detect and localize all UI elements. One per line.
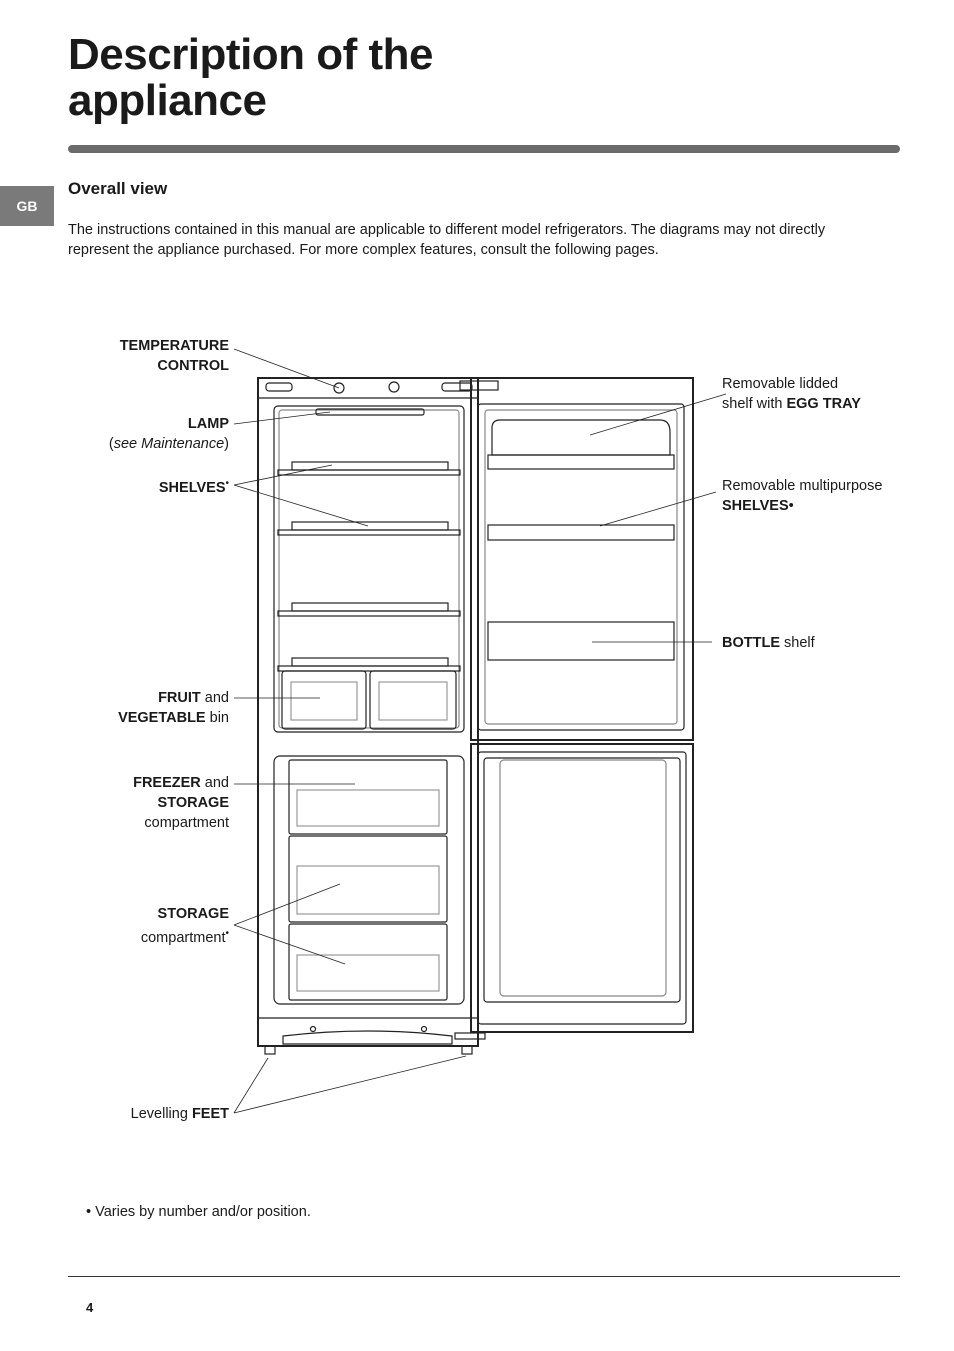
label-lamp-ref: see Maintenance (113, 436, 225, 452)
foot-left (264, 1045, 276, 1055)
label-bin: bin (205, 710, 229, 726)
label-lamp-open: ( (108, 436, 114, 452)
intro-paragraph: The instructions contained in this manua… (68, 222, 826, 258)
label-vegetable: VEGETABLE (118, 710, 206, 726)
label-multipurpose-shelves: Removable multipurpose SHELVES• (722, 476, 922, 516)
label-levelling-feet: Levelling FEET (80, 1104, 229, 1124)
fruit-bin-right (369, 670, 457, 730)
label-freezer: FREEZER (133, 775, 201, 791)
label-lamp: LAMP (see Maintenance) (80, 414, 229, 454)
label-temperature-line2: CONTROL (157, 358, 229, 374)
egg-tray-lid (491, 419, 671, 456)
temperature-knob (333, 382, 345, 394)
label-egg-tray: Removable lidded shelf with EGG TRAY (722, 374, 922, 414)
fridge-compartment (273, 405, 465, 733)
label-levelling: Levelling (130, 1106, 192, 1122)
bottle-shelf (487, 621, 675, 661)
section-title: Overall view (68, 179, 168, 198)
label-fruit-vegetable: FRUIT and VEGETABLE bin (80, 688, 229, 728)
label-freezer-storage: FREEZER and STORAGE compartment (80, 773, 229, 833)
door-hinge-top (459, 380, 499, 391)
control-dial (388, 381, 400, 393)
egg-tray-shelf (487, 454, 675, 470)
shelf-1 (291, 461, 449, 471)
door-shelf-multipurpose (487, 524, 675, 541)
freezer-drawer-3 (288, 923, 448, 1001)
label-temperature-control: TEMPERATURE CONTROL (80, 336, 229, 376)
page-title: Description of the appliance (68, 32, 668, 124)
label-fruit: FRUIT (158, 690, 201, 706)
label-shelves-text: SHELVES (158, 479, 226, 496)
label-multipurpose-mark: • (788, 498, 794, 514)
leader-lines (233, 348, 727, 1114)
label-compartment-2: compartment (140, 929, 226, 946)
shelf-4 (291, 657, 449, 667)
shelf-2 (291, 521, 449, 531)
label-lamp-title: LAMP (187, 416, 229, 432)
label-storage-1: STORAGE (157, 795, 229, 811)
label-storage-mark: • (225, 928, 229, 939)
label-egg-line2: shelf with (722, 396, 787, 412)
label-fruit-and: and (200, 690, 229, 706)
page-number: 4 (86, 1300, 94, 1315)
title-line-2: appliance (68, 76, 267, 125)
label-egg-tray-bold: EGG TRAY (786, 396, 861, 412)
footnote: • Varies by number and/or position. (86, 1204, 311, 1220)
freezer-door (470, 743, 694, 1033)
label-multipurpose-shelves-bold: SHELVES (722, 498, 789, 514)
label-bottle: BOTTLE (722, 635, 780, 651)
lamp (315, 408, 425, 416)
label-egg-line1: Removable lidded (722, 376, 839, 392)
label-bottle-shelf: BOTTLE shelf (722, 633, 922, 653)
label-shelves-mark: • (225, 478, 229, 489)
label-freezer-and: and (200, 775, 229, 791)
label-storage-2: STORAGE (157, 906, 229, 922)
label-storage: STORAGE compartment• (80, 904, 229, 948)
panel-slot-left (265, 382, 293, 392)
fruit-bin-left (281, 670, 367, 730)
language-tab: GB (0, 186, 54, 226)
label-multipurpose-line1: Removable multipurpose (722, 478, 883, 494)
title-rule (68, 145, 900, 153)
label-feet: FEET (191, 1106, 229, 1122)
label-compartment-1: compartment (144, 815, 229, 831)
kick-plate (282, 1030, 453, 1045)
footer-rule (68, 1276, 900, 1277)
label-lamp-close: ) (224, 436, 229, 452)
foot-right (461, 1045, 473, 1055)
door-hinge-bottom (454, 1032, 486, 1040)
freezer-drawer-1 (288, 759, 448, 835)
label-temperature-line1: TEMPERATURE (119, 338, 229, 354)
label-shelves: SHELVES• (80, 474, 229, 498)
freezer-compartment (273, 755, 465, 1005)
title-line-1: Description of the (68, 30, 434, 79)
label-shelf: shelf (780, 635, 815, 651)
fridge-door (470, 377, 694, 741)
shelf-3 (291, 602, 449, 612)
freezer-drawer-2 (288, 835, 448, 923)
